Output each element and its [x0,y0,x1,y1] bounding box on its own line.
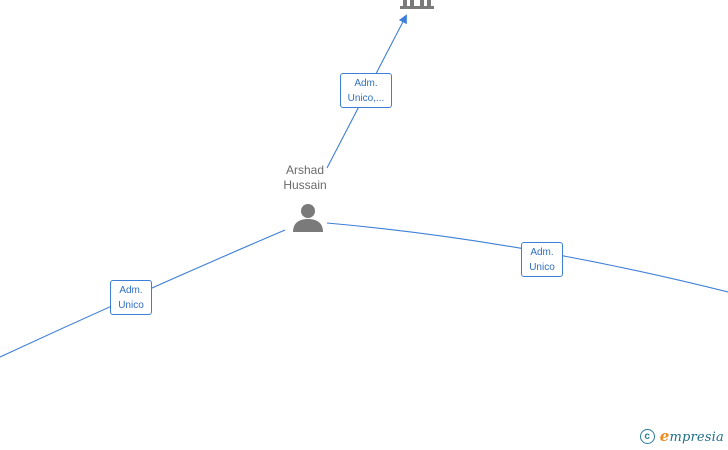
edge-label-line1: Adm. [354,78,378,89]
person-name-line1: Arshad [285,163,325,177]
brand-footer: c empresia [639,427,724,445]
brand-rest: mpresia [669,430,724,445]
person-icon[interactable] [292,203,324,233]
person-name-line2: Hussain [283,178,327,192]
edge-label-line2: Unico,... [347,93,385,104]
edge-label-line1: Adm. [530,247,554,258]
edge-label-line2: Unico [529,262,555,273]
building-icon[interactable] [400,0,434,10]
copyright-icon: c [639,428,655,444]
edge-label-line2: Unico [118,300,144,311]
person-name-label[interactable]: Arshad Hussain [265,163,345,193]
edge-label-line1: Adm. [119,285,143,296]
brand-logo[interactable]: empresia [660,427,724,445]
brand-initial: e [659,427,670,445]
edge-label-company-role[interactable]: Adm. Unico,... [340,73,392,108]
edge-label-right-role[interactable]: Adm. Unico [521,242,563,277]
edge-label-left-role[interactable]: Adm. Unico [110,280,152,315]
